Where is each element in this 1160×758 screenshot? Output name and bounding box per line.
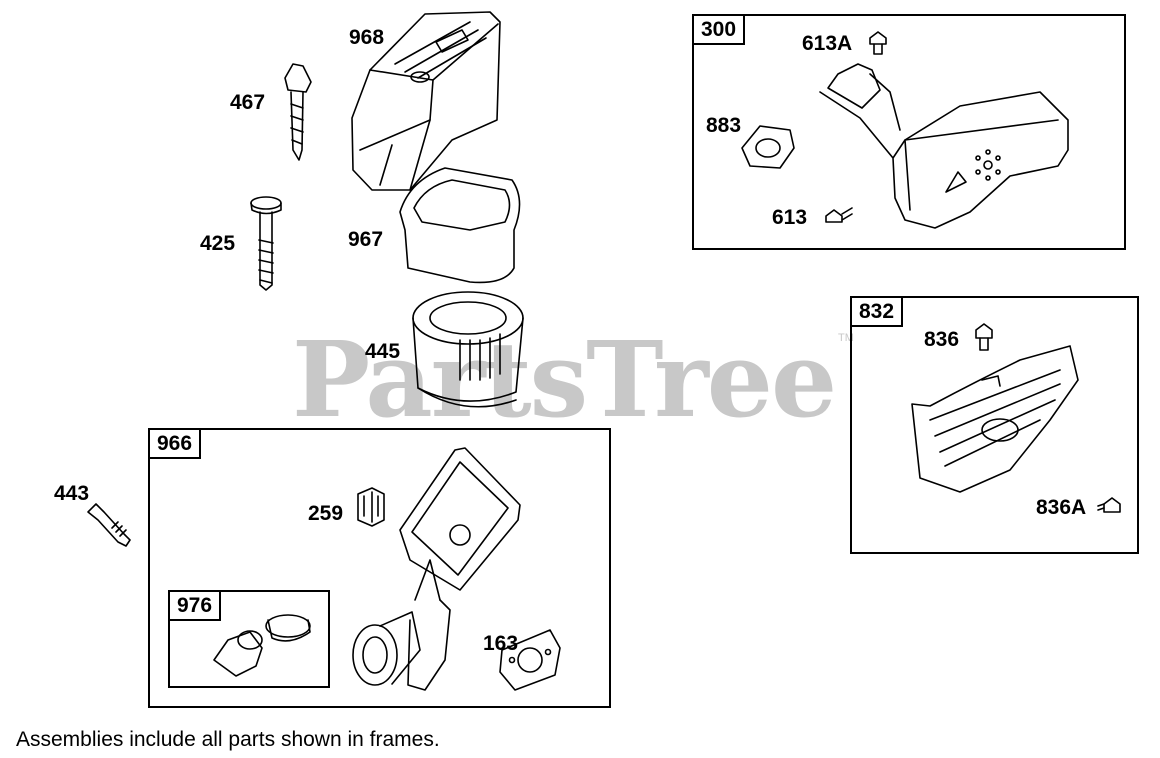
label-259[interactable]: 259 bbox=[308, 502, 344, 525]
part-968-cover[interactable] bbox=[351, 11, 501, 191]
part-467-knob[interactable] bbox=[284, 63, 312, 161]
part-613-bolt[interactable] bbox=[825, 207, 853, 223]
label-425[interactable]: 425 bbox=[200, 232, 236, 255]
part-836A-screw[interactable] bbox=[1097, 497, 1121, 513]
part-966-base[interactable] bbox=[352, 447, 521, 691]
watermark-trademark: TM bbox=[838, 332, 854, 344]
part-445-filter[interactable] bbox=[412, 291, 524, 408]
label-613A[interactable]: 613A bbox=[802, 32, 853, 55]
part-300-muffler[interactable] bbox=[819, 63, 1069, 229]
label-443[interactable]: 443 bbox=[54, 482, 90, 505]
frame-832-tag[interactable]: 832 bbox=[852, 298, 904, 327]
part-163-gasket[interactable] bbox=[499, 629, 561, 691]
label-883[interactable]: 883 bbox=[706, 114, 742, 137]
watermark: PartsTree bbox=[292, 318, 837, 441]
frame-966: 966 bbox=[148, 428, 611, 708]
part-259-clip[interactable] bbox=[357, 487, 385, 527]
frame-300: 300 bbox=[692, 14, 1126, 250]
frame-832: 832 bbox=[850, 296, 1139, 554]
frame-976-tag[interactable]: 976 bbox=[170, 592, 222, 621]
frame-976: 976 bbox=[168, 590, 330, 688]
part-443-stud[interactable] bbox=[87, 503, 131, 547]
label-968[interactable]: 968 bbox=[349, 26, 385, 49]
frame-966-tag[interactable]: 966 bbox=[150, 430, 202, 459]
label-613[interactable]: 613 bbox=[772, 206, 808, 229]
label-163[interactable]: 163 bbox=[483, 632, 519, 655]
frame-300-tag[interactable]: 300 bbox=[694, 16, 746, 45]
label-836[interactable]: 836 bbox=[924, 328, 960, 351]
part-832-shield[interactable] bbox=[911, 345, 1079, 493]
part-836-screw[interactable] bbox=[975, 323, 993, 351]
assemblies-caption: Assemblies include all parts shown in fr… bbox=[16, 728, 440, 751]
part-425-bolt[interactable] bbox=[250, 196, 282, 291]
part-613A-bolt[interactable] bbox=[869, 31, 887, 55]
label-836A[interactable]: 836A bbox=[1036, 496, 1087, 519]
part-883-gasket[interactable] bbox=[741, 125, 795, 169]
label-967[interactable]: 967 bbox=[348, 228, 384, 251]
label-445[interactable]: 445 bbox=[365, 340, 401, 363]
label-467[interactable]: 467 bbox=[230, 91, 266, 114]
part-976-breather[interactable] bbox=[213, 614, 311, 677]
part-967-precleaner[interactable] bbox=[399, 167, 521, 284]
